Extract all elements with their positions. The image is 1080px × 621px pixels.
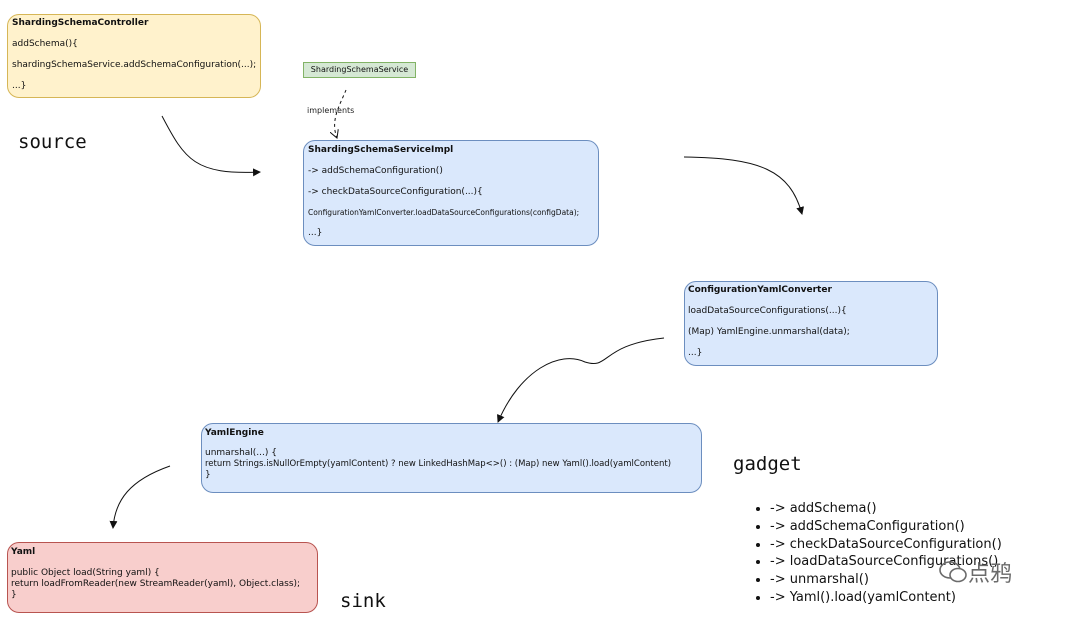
controller-line: ...}	[12, 81, 27, 91]
gadget-chain-item: -> checkDataSourceConfiguration()	[770, 536, 1002, 554]
service-impl-line: -> addSchemaConfiguration()	[308, 166, 443, 176]
service-impl-line: ...}	[308, 228, 323, 238]
controller-title: ShardingSchemaController	[12, 18, 149, 28]
implements-label: implements	[307, 106, 355, 115]
gadget-label: gadget	[733, 453, 802, 475]
yaml-line: public Object load(String yaml) {	[11, 568, 160, 578]
yaml-engine-node: YamlEngine unmarshal(...) { return Strin…	[201, 423, 702, 493]
converter-title: ConfigurationYamlConverter	[688, 285, 832, 295]
source-label: source	[18, 131, 87, 153]
watermark-text: 点鸦	[968, 562, 1013, 587]
yaml-node: Yaml public Object load(String yaml) { r…	[7, 542, 318, 613]
service-impl-line: ConfigurationYamlConverter.loadDataSourc…	[308, 208, 580, 217]
edge-implements	[335, 89, 347, 138]
edge-controller-to-impl	[161, 115, 261, 177]
yaml-engine-line: unmarshal(...) {	[205, 448, 277, 458]
service-interface-label: ShardingSchemaService	[310, 65, 409, 74]
converter-node: ConfigurationYamlConverter loadDataSourc…	[684, 281, 938, 366]
gadget-chain-item: -> addSchema()	[770, 500, 1002, 518]
yaml-engine-line: return Strings.isNullOrEmpty(yamlContent…	[205, 459, 672, 469]
edge-impl-to-converter	[683, 156, 805, 215]
watermark: 点鸦	[938, 556, 1012, 588]
edge-engine-to-yaml	[109, 465, 171, 529]
gadget-chain-list: -> addSchema() -> addSchemaConfiguration…	[752, 500, 1002, 607]
edge-converter-to-engine	[497, 337, 665, 423]
gadget-chain-item: -> Yaml().load(yamlContent)	[770, 589, 1002, 607]
service-impl-line: -> checkDataSourceConfiguration(...){	[308, 187, 483, 197]
sink-label: sink	[340, 590, 386, 612]
controller-node: ShardingSchemaController addSchema(){ sh…	[7, 14, 261, 98]
yaml-title: Yaml	[11, 547, 36, 557]
gadget-chain-item: -> unmarshal()	[770, 571, 1002, 589]
yaml-line: return loadFromReader(new StreamReader(y…	[11, 579, 301, 589]
yaml-engine-line: }	[205, 470, 211, 480]
controller-line: shardingSchemaService.addSchemaConfigura…	[12, 60, 257, 70]
service-interface-node: ShardingSchemaService	[303, 62, 416, 78]
converter-line: loadDataSourceConfigurations(...){	[688, 306, 847, 316]
converter-line: (Map) YamlEngine.unmarshal(data);	[688, 327, 850, 337]
yaml-engine-title: YamlEngine	[205, 428, 264, 438]
converter-line: ...}	[688, 348, 703, 358]
gadget-chain-item: -> addSchemaConfiguration()	[770, 518, 1002, 536]
wechat-logo-icon	[939, 561, 967, 583]
service-impl-title: ShardingSchemaServiceImpl	[308, 145, 454, 155]
controller-line: addSchema(){	[12, 39, 78, 49]
service-impl-node: ShardingSchemaServiceImpl -> addSchemaCo…	[303, 140, 599, 246]
yaml-line: }	[11, 590, 17, 600]
